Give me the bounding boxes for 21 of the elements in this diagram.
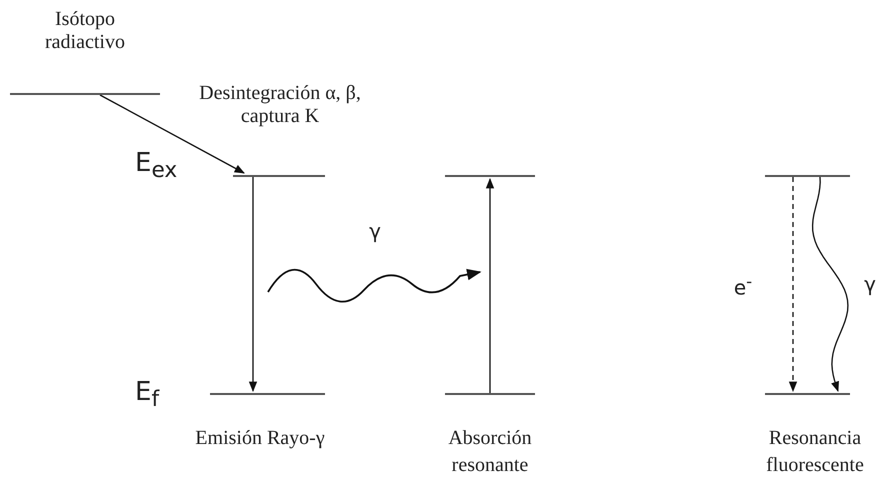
energy-level xyxy=(10,8,160,95)
energy-level-line xyxy=(445,175,535,177)
photon-symbol: γ xyxy=(368,218,382,245)
level-label: E$_{f}$ xyxy=(135,377,160,412)
dashed-arrow xyxy=(788,177,798,392)
caption: Emisión Rayo-γ xyxy=(195,426,325,451)
arrow xyxy=(100,94,245,174)
edge-label: γ xyxy=(863,272,877,296)
energy-level-line xyxy=(765,175,850,177)
caption: Resonancia fluorescente xyxy=(765,426,865,478)
edge-label: e$^{-}$ xyxy=(732,272,754,300)
arrow xyxy=(248,177,258,392)
energy-level-line xyxy=(445,393,535,395)
level-label: Isótopo radiactivo xyxy=(44,8,126,54)
caption: Absorción resonante xyxy=(447,426,533,478)
level-label: E$_{ex}$ xyxy=(135,148,178,184)
energy-level-line xyxy=(765,393,850,395)
energy-level xyxy=(135,150,325,177)
edge-label: Desintegración α, β, captura K xyxy=(198,82,362,128)
wavy-arrow xyxy=(812,176,849,392)
arrow xyxy=(486,178,494,393)
